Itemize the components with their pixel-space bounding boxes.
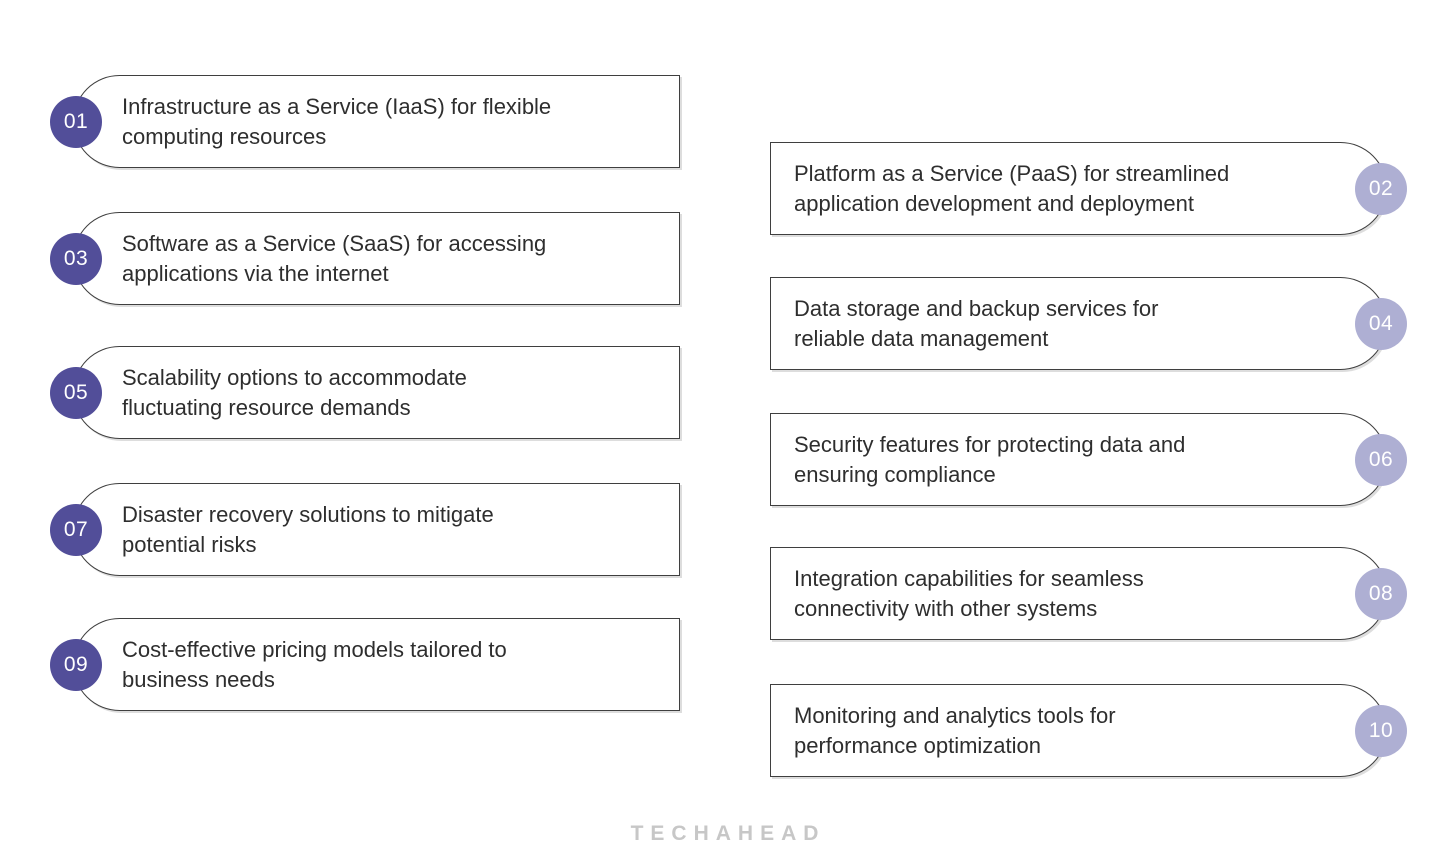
feature-text: Platform as a Service (PaaS) for streaml… (794, 160, 1230, 216)
step-number-badge: 05 (50, 366, 102, 419)
feature-card-03: 03 Software as a Service (SaaS) for acce… (50, 212, 680, 305)
feature-card-05: 05 Scalability options to accommodate fl… (50, 346, 680, 439)
step-number-badge: 03 (50, 232, 102, 285)
feature-text: Scalability options to accommodate fluct… (122, 364, 467, 420)
step-number-badge: 10 (1355, 704, 1407, 757)
techahead-logo: TECHAHEAD (630, 822, 826, 845)
feature-card-08: 08 Integration capabilities for seamless… (770, 547, 1407, 640)
step-number-badge: 08 (1355, 567, 1407, 620)
feature-text: Security features for protecting data an… (794, 431, 1186, 487)
feature-card-04: 04 Data storage and backup services for … (770, 277, 1407, 370)
feature-text: Monitoring and analytics tools for perfo… (794, 702, 1116, 758)
feature-card-06: 06 Security features for protecting data… (770, 413, 1407, 506)
step-number-badge: 07 (50, 503, 102, 556)
step-number-badge: 02 (1355, 162, 1407, 215)
feature-card-09: 09 Cost-effective pricing models tailore… (50, 618, 680, 711)
feature-text: Software as a Service (SaaS) for accessi… (122, 230, 547, 286)
feature-card-10: 10 Monitoring and analytics tools for pe… (770, 684, 1407, 777)
feature-text: Disaster recovery solutions to mitigate … (122, 501, 494, 557)
step-number-badge: 04 (1355, 297, 1407, 350)
feature-text: Cost-effective pricing models tailored t… (122, 636, 507, 692)
feature-card-02: 02 Platform as a Service (PaaS) for stre… (770, 142, 1407, 235)
feature-text: Data storage and backup services for rel… (794, 295, 1159, 351)
feature-text: Infrastructure as a Service (IaaS) for f… (122, 93, 552, 149)
step-number-badge: 09 (50, 638, 102, 691)
step-number-badge: 06 (1355, 433, 1407, 486)
feature-text: Integration capabilities for seamless co… (794, 565, 1144, 621)
feature-card-01: 01 Infrastructure as a Service (IaaS) fo… (50, 75, 680, 168)
feature-card-07: 07 Disaster recovery solutions to mitiga… (50, 483, 680, 576)
step-number-badge: 01 (50, 95, 102, 148)
